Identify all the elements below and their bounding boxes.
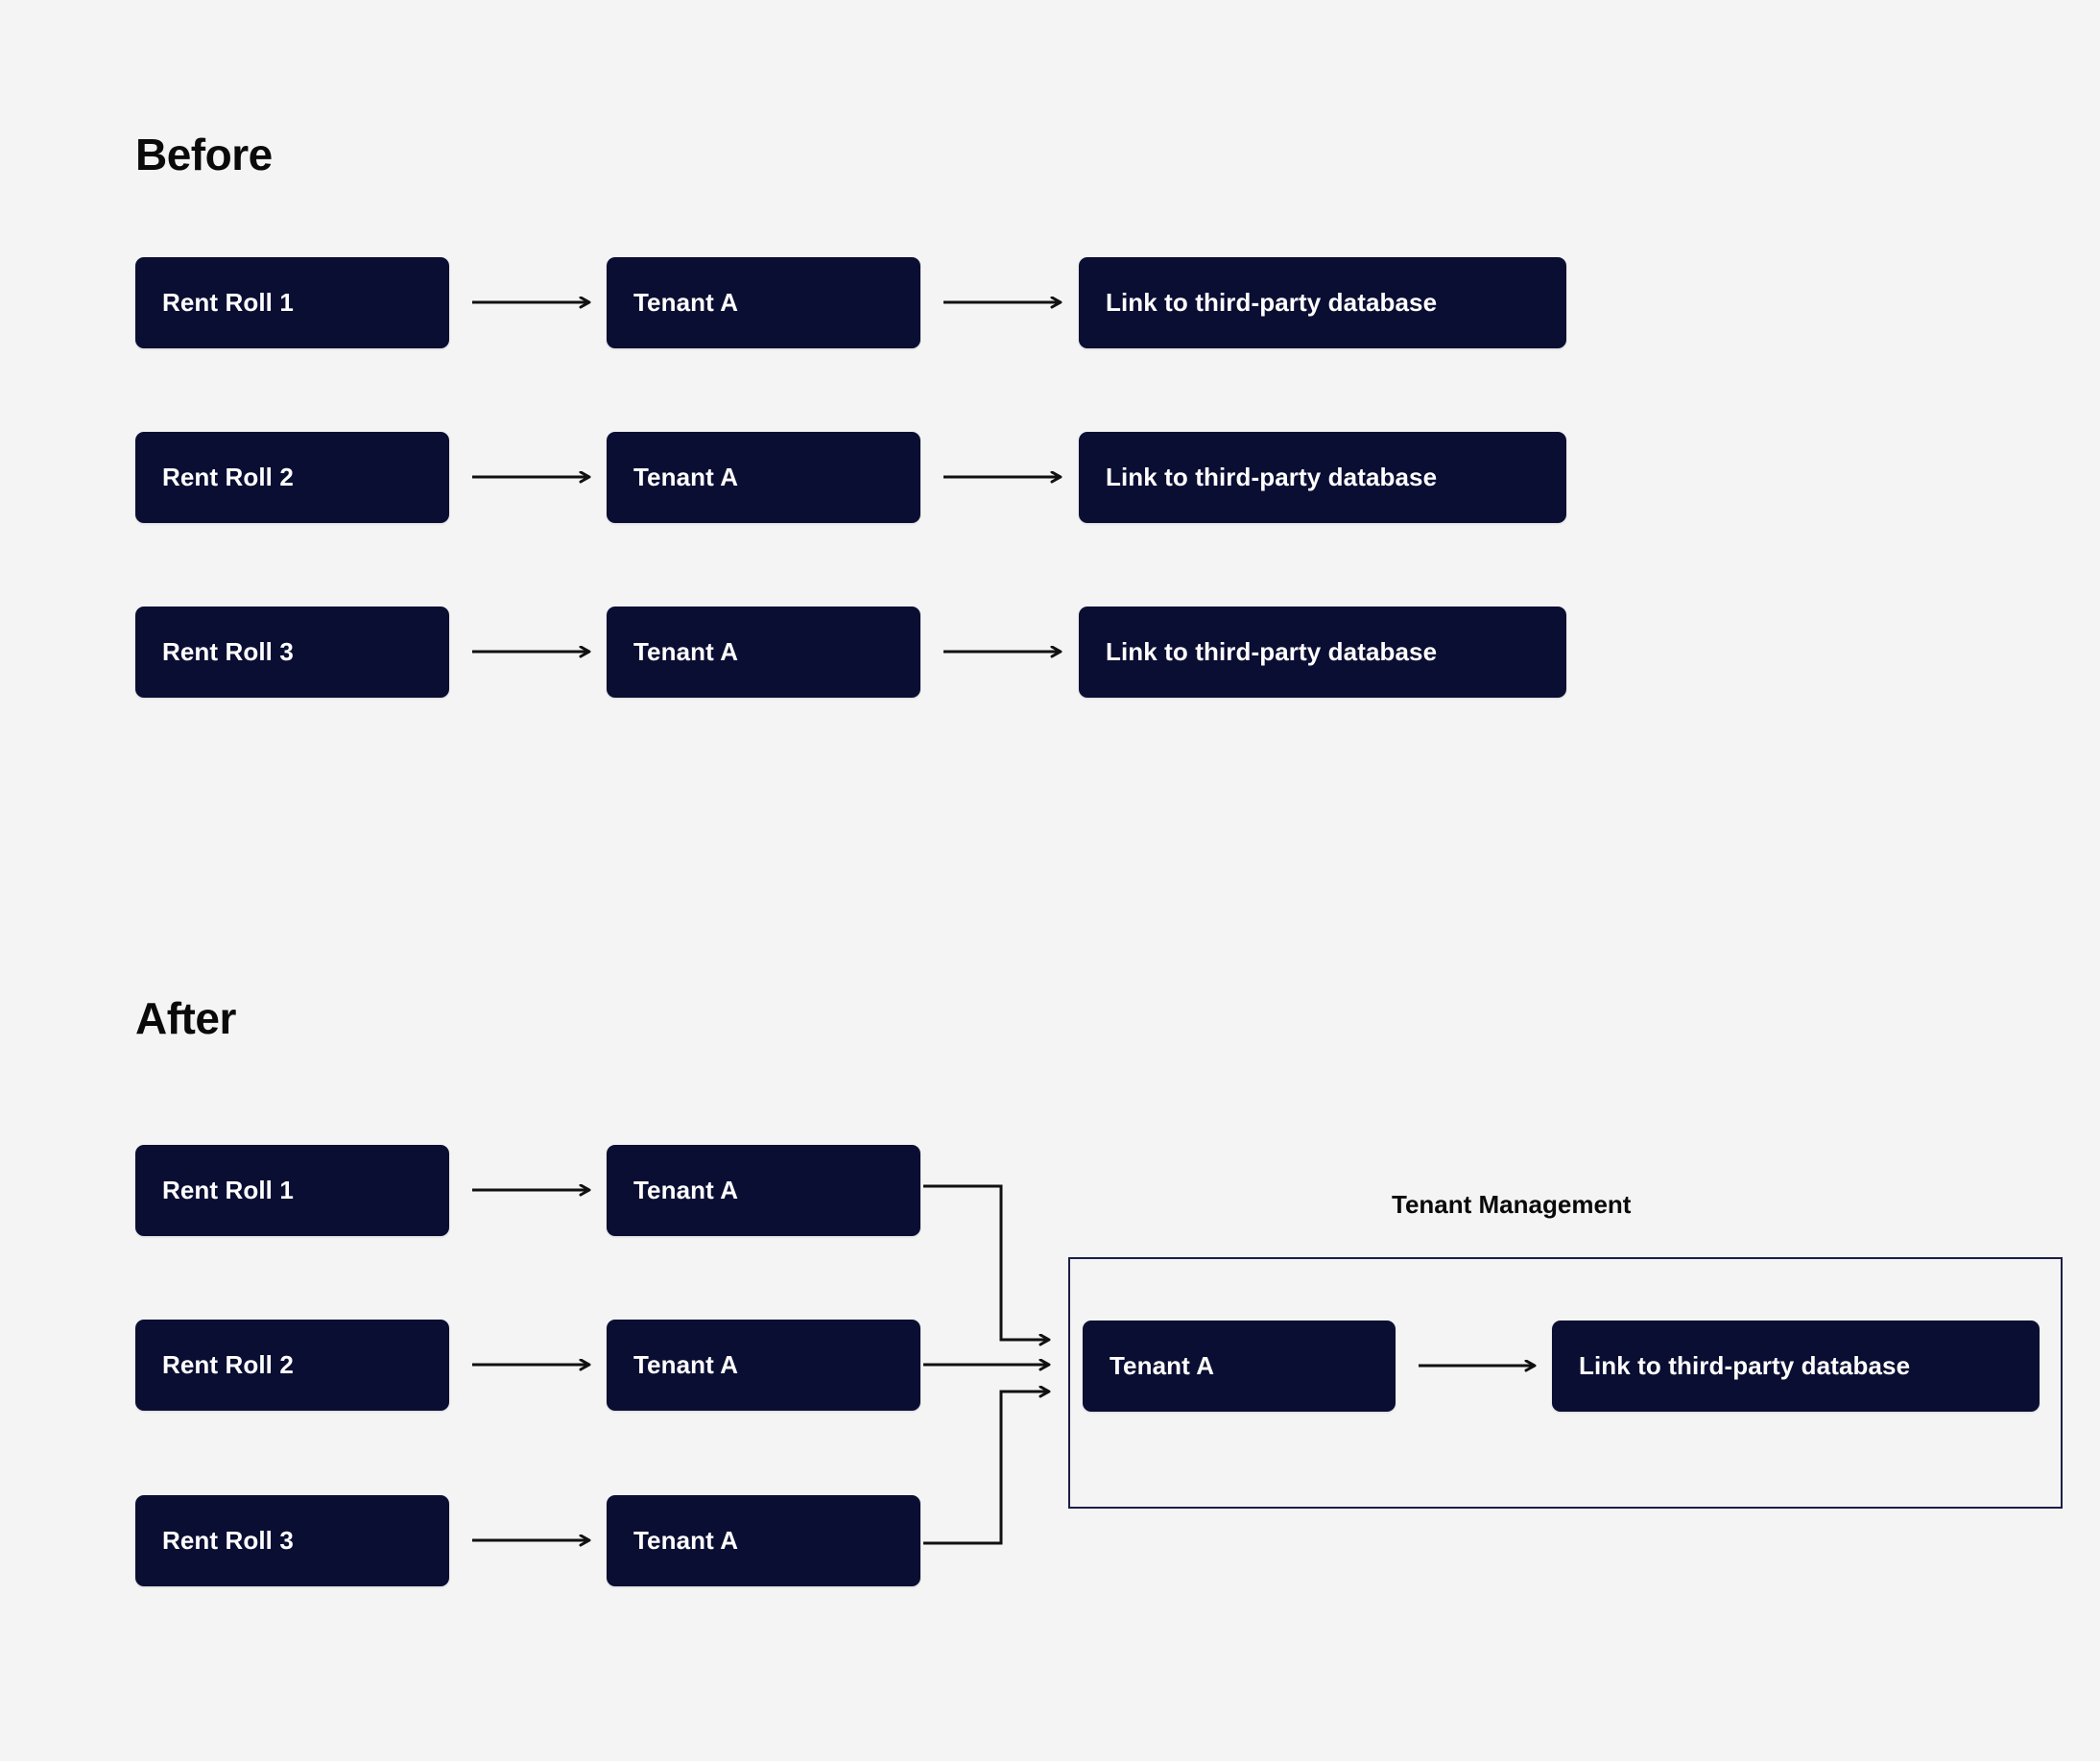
before-row-3-tenant-node[interactable]: Tenant A [607,607,920,698]
tenant-management-tenant-node[interactable]: Tenant A [1083,1321,1396,1412]
node-label: Rent Roll 1 [162,1176,294,1204]
before-row-1-tenant-node[interactable]: Tenant A [607,257,920,348]
before-row-2-rent-roll-node[interactable]: Rent Roll 2 [135,432,449,523]
node-label: Rent Roll 3 [162,1526,294,1555]
tenant-management-group-label: Tenant Management [1392,1190,1632,1219]
before-row-2-link-node[interactable]: Link to third-party database [1079,432,1566,523]
before-row-1-link-node[interactable]: Link to third-party database [1079,257,1566,348]
node-label: Link to third-party database [1106,463,1438,491]
after-row-1-rent-roll-node[interactable]: Rent Roll 1 [135,1145,449,1236]
after-row-2-tenant-node[interactable]: Tenant A [607,1320,920,1411]
tenant-management-group-box [1068,1257,2063,1509]
node-label: Link to third-party database [1579,1351,1911,1380]
before-row-2-tenant-node[interactable]: Tenant A [607,432,920,523]
node-label: Rent Roll 2 [162,1350,294,1379]
after-elbow-row-3-to-group [923,1392,1049,1545]
node-label: Tenant A [633,1526,739,1555]
after-elbow-row-1-to-group [923,1184,1049,1340]
after-row-2-rent-roll-node[interactable]: Rent Roll 2 [135,1320,449,1411]
before-row-3-rent-roll-node[interactable]: Rent Roll 3 [135,607,449,698]
tenant-management-link-node[interactable]: Link to third-party database [1552,1321,2040,1412]
node-label: Tenant A [633,1350,739,1379]
after-row-3-rent-roll-node[interactable]: Rent Roll 3 [135,1495,449,1586]
node-label: Rent Roll 2 [162,463,294,491]
before-row-3-link-node[interactable]: Link to third-party database [1079,607,1566,698]
before-section-title: Before [135,130,273,179]
node-label: Tenant A [633,637,739,666]
node-label: Rent Roll 1 [162,288,294,317]
node-label: Tenant A [633,463,739,491]
node-label: Link to third-party database [1106,637,1438,666]
before-row-1-rent-roll-node[interactable]: Rent Roll 1 [135,257,449,348]
node-label: Rent Roll 3 [162,637,294,666]
after-row-1-tenant-node[interactable]: Tenant A [607,1145,920,1236]
after-row-3-tenant-node[interactable]: Tenant A [607,1495,920,1586]
node-label: Tenant A [633,1176,739,1204]
node-label: Tenant A [633,288,739,317]
node-label: Link to third-party database [1106,288,1438,317]
after-section-title: After [135,993,236,1043]
node-label: Tenant A [1110,1351,1215,1380]
